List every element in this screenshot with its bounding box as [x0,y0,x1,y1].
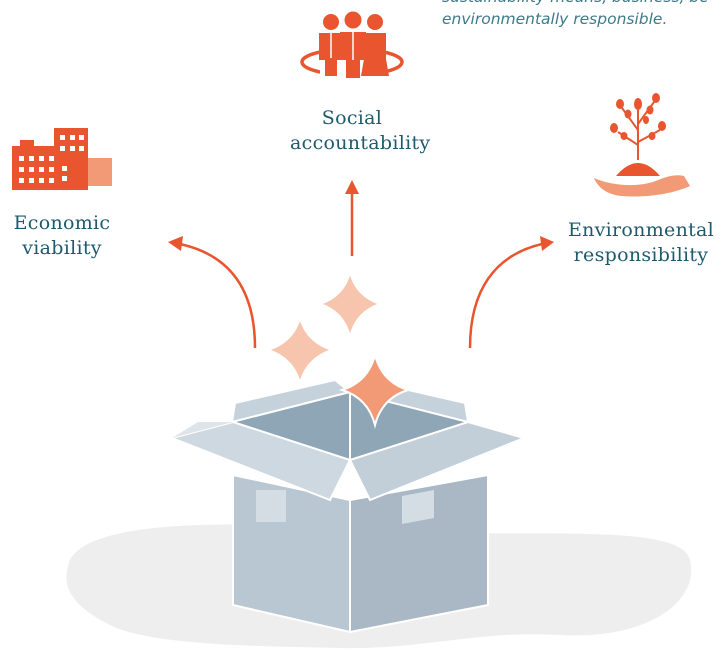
label-social-accountability: Social accountability [290,106,431,156]
sparkle-large [338,351,412,429]
label-economic-line2: viability [22,237,102,259]
label-environmental-line2: responsibility [573,244,709,266]
arrow-up [345,180,359,256]
sparkle-left [264,314,336,387]
label-social-line2: accountability [290,132,431,154]
arrow-left [168,236,257,349]
intro-line-1: sustainability means, business, be [442,0,723,8]
people-icon [300,11,404,80]
open-box-illustration [168,378,528,634]
plant-in-hand-icon [594,93,690,197]
arrow-right [468,236,554,349]
label-environmental-line1: Environmental [567,219,715,241]
intro-text: sustainability means, business, be envir… [442,0,723,30]
label-environmental-responsibility: Environmental responsibility [560,218,722,268]
label-social-line1: Social [321,107,383,129]
sparkle-top [316,271,384,338]
intro-line-2: environmentally responsible. [442,10,668,28]
label-economic-viability: Economic viability [0,211,124,261]
label-economic-line1: Economic [13,212,111,234]
buildings-icon [12,128,112,190]
